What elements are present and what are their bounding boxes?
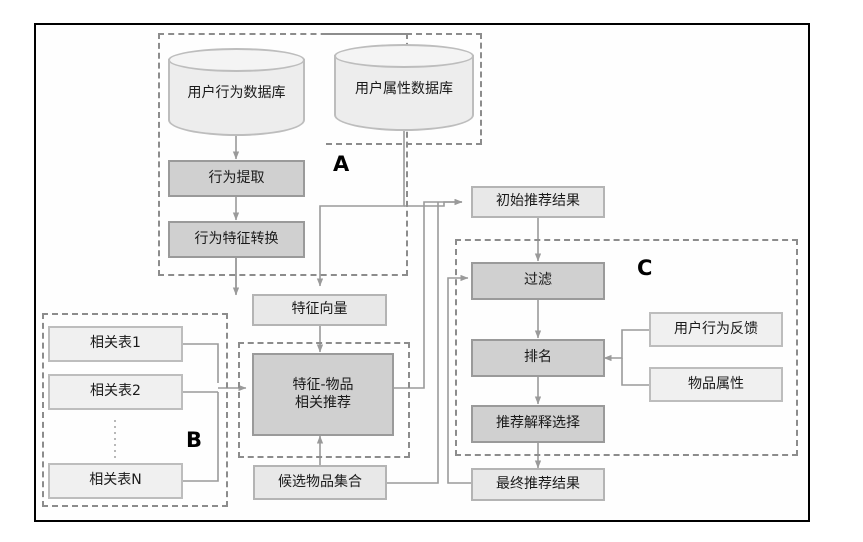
edge-candidate-to-initial bbox=[387, 202, 439, 484]
candidate-item-set-node[interactable]: 候选物品集合 bbox=[253, 465, 387, 500]
feature-item-recommend-node[interactable]: 特征-物品 相关推荐 bbox=[252, 353, 394, 436]
behavior-extraction-node[interactable]: 行为提取 bbox=[168, 160, 305, 197]
user-behavior-db-label: 用户行为数据库 bbox=[187, 85, 286, 101]
initial-recommend-result-node[interactable]: 初始推荐结果 bbox=[471, 186, 605, 218]
group-a-label: A bbox=[333, 152, 350, 176]
group-b-boundary bbox=[42, 313, 228, 507]
filter-node[interactable]: 过滤 bbox=[471, 262, 605, 300]
group-recommend-boundary bbox=[238, 342, 410, 458]
relation-table-n-node[interactable]: 相关表N bbox=[48, 463, 183, 499]
edge-attrdb-to-featurevector bbox=[316, 131, 405, 287]
behavior-feature-transform-node[interactable]: 行为特征转换 bbox=[168, 221, 305, 258]
cylinder-top bbox=[334, 44, 474, 68]
user-behavior-feedback-node[interactable]: 用户行为反馈 bbox=[649, 312, 783, 347]
edge-rtn-bus bbox=[183, 392, 219, 482]
relation-table-ellipsis bbox=[114, 420, 116, 458]
edge-feedback-to-ranking bbox=[603, 329, 649, 362]
group-b-label: B bbox=[186, 428, 203, 452]
group-a-attribute-extension bbox=[326, 33, 482, 145]
group-a-boundary bbox=[158, 33, 408, 276]
group-c-boundary bbox=[455, 239, 798, 456]
cylinder-top bbox=[168, 48, 305, 72]
feature-vector-node[interactable]: 特征向量 bbox=[252, 294, 387, 326]
relation-table-1-node[interactable]: 相关表1 bbox=[48, 326, 183, 362]
ranking-node[interactable]: 排名 bbox=[471, 339, 605, 377]
final-recommend-result-node[interactable]: 最终推荐结果 bbox=[471, 468, 605, 501]
user-attribute-db-label: 用户属性数据库 bbox=[355, 80, 453, 97]
feature-item-recommend-line2: 相关推荐 bbox=[295, 394, 351, 411]
group-c-label: C bbox=[637, 256, 653, 280]
user-behavior-db: 用户行为数据库 bbox=[168, 48, 305, 136]
relation-table-2-node[interactable]: 相关表2 bbox=[48, 374, 183, 410]
item-attribute-node[interactable]: 物品属性 bbox=[649, 367, 783, 402]
edge-final-to-filter-feedback bbox=[447, 274, 471, 484]
user-attribute-db: 用户属性数据库 bbox=[334, 44, 474, 131]
explanation-selection-node[interactable]: 推荐解释选择 bbox=[471, 405, 605, 443]
feature-item-recommend-line1: 特征-物品 bbox=[292, 377, 354, 393]
edge-itemattr-to-ranking bbox=[621, 358, 649, 386]
edge-rt1-bus bbox=[183, 343, 219, 383]
